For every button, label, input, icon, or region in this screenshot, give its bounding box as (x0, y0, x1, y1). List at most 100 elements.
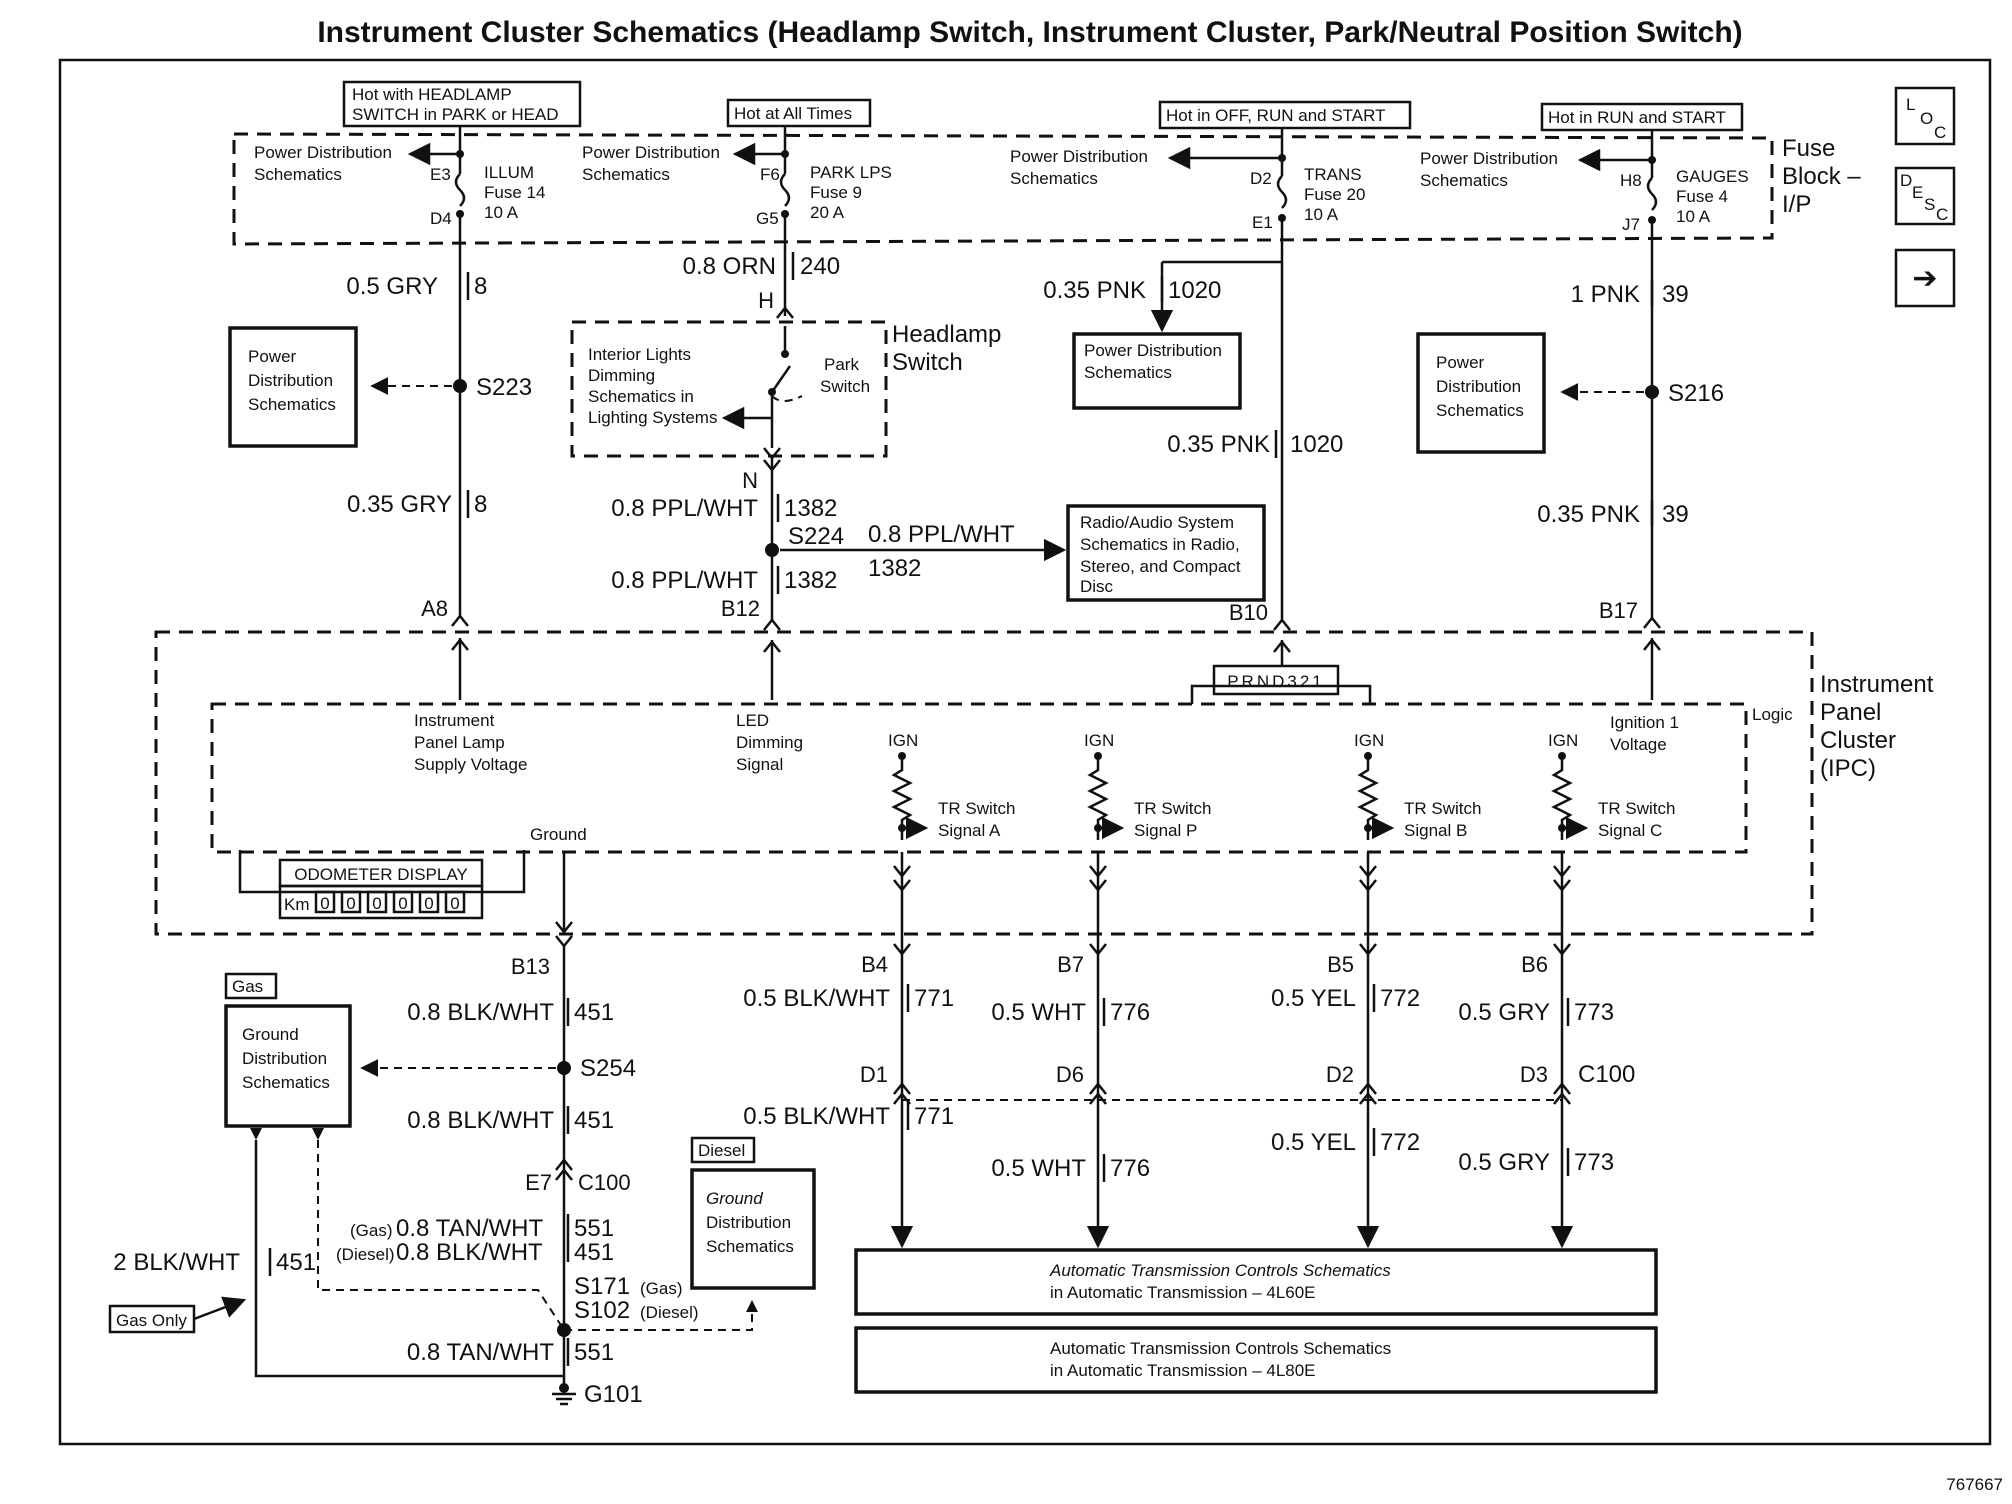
svg-text:S171: S171 (574, 1273, 630, 1300)
svg-text:Fuse 14: Fuse 14 (484, 183, 545, 202)
svg-text:0.8 BLK/WHT: 0.8 BLK/WHT (396, 1239, 543, 1266)
svg-text:J7: J7 (1622, 215, 1640, 234)
lamp-supply-label: Instrument Panel Lamp Supply Voltage (414, 711, 527, 774)
svg-text:in Automatic Transmission – 4L: in Automatic Transmission – 4L60E (1050, 1283, 1316, 1302)
svg-text:39: 39 (1662, 281, 1689, 308)
svg-text:Stereo, and Compact: Stereo, and Compact (1080, 557, 1241, 576)
svg-text:L: L (1906, 95, 1915, 114)
svg-text:1 PNK: 1 PNK (1571, 281, 1640, 308)
svg-text:Distribution: Distribution (248, 371, 333, 390)
page-title: Instrument Cluster Schematics (Headlamp … (317, 16, 1742, 49)
fuse-illum: Power Distribution Schematics E3 D4 ILLU… (254, 142, 545, 228)
svg-text:G101: G101 (584, 1381, 643, 1408)
svg-text:Schematics: Schematics (248, 395, 336, 414)
svg-text:E1: E1 (1252, 213, 1273, 232)
svg-text:0.8 BLK/WHT: 0.8 BLK/WHT (407, 999, 554, 1026)
svg-text:0.35 PNK: 0.35 PNK (1537, 501, 1640, 528)
svg-text:1020: 1020 (1290, 431, 1343, 458)
svg-text:0.35 GRY: 0.35 GRY (347, 491, 452, 518)
svg-text:776: 776 (1110, 1155, 1150, 1182)
park-switch: Park Switch (721, 326, 870, 448)
svg-text:0.35 PNK: 0.35 PNK (1043, 277, 1146, 304)
svg-text:D4: D4 (430, 209, 452, 228)
svg-text:S224: S224 (788, 523, 844, 550)
svg-text:Power Distribution: Power Distribution (1420, 149, 1558, 168)
svg-text:Power: Power (1436, 353, 1485, 372)
loc-button[interactable]: L O C (1894, 86, 1956, 146)
ipc-label: Instrument Panel Cluster (IPC) (1820, 671, 1934, 782)
svg-text:D2: D2 (1250, 169, 1272, 188)
svg-text:771: 771 (914, 985, 954, 1012)
svg-text:IGN: IGN (1354, 731, 1384, 750)
svg-text:0.8 PPL/WHT: 0.8 PPL/WHT (611, 567, 758, 594)
ipc-logic-box (210, 702, 1748, 854)
svg-text:O: O (1920, 109, 1933, 128)
svg-text:0.5 YEL: 0.5 YEL (1271, 985, 1356, 1012)
svg-text:B17: B17 (1599, 598, 1638, 623)
svg-text:Switch: Switch (820, 377, 870, 396)
svg-text:Schematics: Schematics (1084, 363, 1172, 382)
svg-text:Power Distribution: Power Distribution (254, 143, 392, 162)
prnd-indicator: PRND321 (1190, 664, 1372, 704)
desc-button[interactable]: D E S C (1894, 166, 1956, 226)
svg-text:451: 451 (574, 999, 614, 1026)
svg-text:Ground: Ground (706, 1189, 763, 1208)
hot-label-off-run-start: Hot in OFF, RUN and START (1158, 100, 1412, 130)
ground-g101-icon (552, 1383, 576, 1406)
fuse-block-ip (232, 132, 1774, 246)
fuse-trans: Power Distribution Schematics D2 E1 TRAN… (1010, 146, 1365, 232)
svg-text:Block –: Block – (1782, 163, 1861, 190)
diagram-frame (58, 58, 1992, 1446)
svg-text:Gas Only: Gas Only (116, 1311, 187, 1330)
svg-text:Fuse 20: Fuse 20 (1304, 185, 1365, 204)
svg-text:ODOMETER DISPLAY: ODOMETER DISPLAY (294, 865, 468, 884)
svg-text:TRANS: TRANS (1304, 165, 1362, 184)
svg-text:IGN: IGN (888, 731, 918, 750)
diesel-wire-label: (Diesel) 0.8 BLK/WHT 451 (336, 1239, 614, 1266)
svg-text:39: 39 (1662, 501, 1689, 528)
svg-text:in Automatic Transmission – 4L: in Automatic Transmission – 4L80E (1050, 1361, 1316, 1380)
hot-label-run-start: Hot in RUN and START (1540, 102, 1744, 132)
svg-text:0.5 WHT: 0.5 WHT (991, 999, 1086, 1026)
ground-distribution-box-gas: Ground Distribution Schematics (224, 1004, 352, 1128)
svg-text:Distribution: Distribution (242, 1049, 327, 1068)
svg-text:C: C (1936, 205, 1948, 224)
odometer-digit: 0 (320, 894, 329, 913)
svg-text:Interior Lights: Interior Lights (588, 345, 691, 364)
svg-text:GAUGES: GAUGES (1676, 167, 1749, 186)
svg-text:Signal: Signal (736, 755, 783, 774)
svg-text:Signal P: Signal P (1134, 821, 1197, 840)
next-page-button[interactable]: ➔ (1894, 248, 1956, 308)
svg-text:0.5 GRY: 0.5 GRY (346, 273, 438, 300)
svg-text:E3: E3 (430, 165, 451, 184)
odometer-digit: 0 (372, 894, 381, 913)
svg-text:TR Switch: TR Switch (938, 799, 1015, 818)
svg-text:551: 551 (574, 1339, 614, 1366)
splice-s223 (453, 379, 467, 393)
svg-text:Distribution: Distribution (1436, 377, 1521, 396)
svg-text:S: S (1924, 195, 1935, 214)
svg-text:Dimming: Dimming (736, 733, 803, 752)
radio-audio-box: Radio/Audio System Schematics in Radio, … (1066, 504, 1266, 602)
svg-text:772: 772 (1380, 985, 1420, 1012)
svg-text:B6: B6 (1521, 952, 1548, 977)
splice-s216 (1645, 385, 1659, 399)
svg-text:(Diesel): (Diesel) (336, 1245, 395, 1264)
svg-text:0.5 GRY: 0.5 GRY (1458, 999, 1550, 1026)
svg-text:IGN: IGN (1548, 731, 1578, 750)
hot-label-all-times: Hot at All Times (726, 98, 872, 128)
svg-text:Signal B: Signal B (1404, 821, 1467, 840)
svg-text:Fuse 9: Fuse 9 (810, 183, 862, 202)
svg-text:B10: B10 (1229, 600, 1268, 625)
svg-text:LED: LED (736, 711, 769, 730)
svg-text:S216: S216 (1668, 380, 1724, 407)
svg-text:D6: D6 (1056, 1062, 1084, 1087)
svg-text:B12: B12 (721, 596, 760, 621)
svg-text:C: C (1934, 123, 1946, 142)
splice-s224 (765, 543, 779, 557)
